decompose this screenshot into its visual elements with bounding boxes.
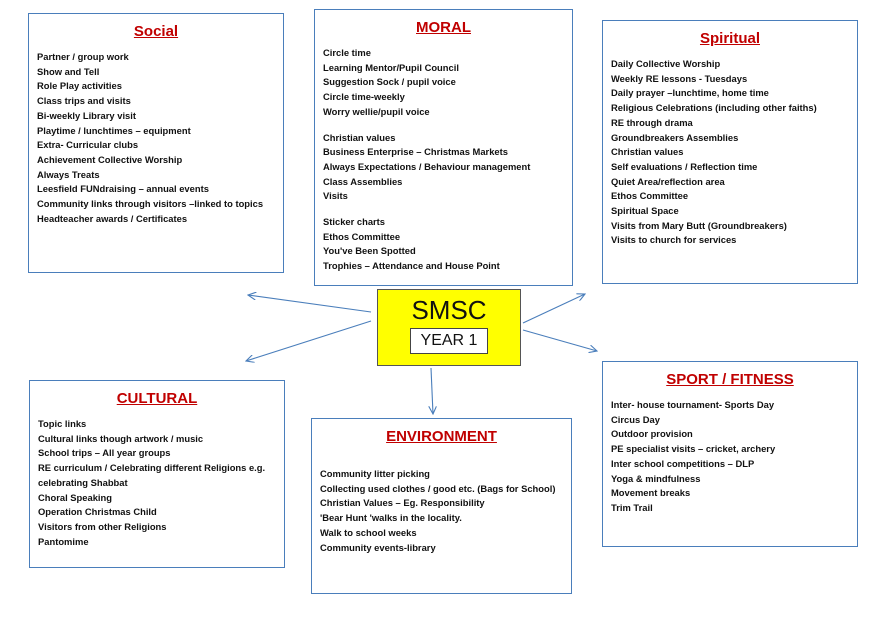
list-item: Show and Tell — [37, 65, 100, 77]
list-item: celebrating Shabbat — [38, 476, 128, 488]
list-item: Role Play activities — [37, 80, 122, 92]
list-item: Class trips and visits — [37, 95, 131, 107]
list-item: Collecting used clothes / good etc. (Bag… — [320, 482, 556, 494]
spiritual-title: Spiritual — [699, 30, 760, 47]
arrow-to-social — [248, 295, 372, 313]
list-item: Trim Trail — [611, 501, 653, 513]
list-item: Business Enterprise – Christmas Markets — [323, 146, 508, 158]
list-item: Achievement Collective Worship — [37, 153, 183, 165]
list-item: Operation Christmas Child — [38, 506, 157, 518]
list-item: Trophies – Attendance and House Point — [323, 260, 500, 272]
center-subtitle: YEAR 1 — [410, 328, 488, 354]
list-item: Daily prayer –lunchtime, home time — [611, 87, 769, 99]
arrow-to-spiritual — [522, 294, 585, 324]
list-item: Walk to school weeks — [320, 526, 417, 538]
list-item: Yoga & mindfulness — [611, 472, 701, 484]
list-item: Partner / group work — [37, 51, 129, 62]
list-item: Visitors from other Religions — [38, 520, 167, 532]
cultural-title: CULTURAL — [116, 390, 198, 407]
list-item: Spiritual Space — [611, 205, 679, 217]
moral-title: MORAL — [416, 19, 471, 36]
list-item: Christian values — [611, 146, 684, 158]
list-item: Visits to church for services — [611, 234, 737, 246]
list-item: Weekly RE lessons - Tuesdays — [611, 72, 748, 84]
list-item: Playtime / lunchtimes – equipment — [37, 124, 191, 136]
list-item: Class Assemblies — [323, 175, 403, 187]
moral-list: Circle time Learning Mentor/Pupil Counci… — [323, 46, 564, 274]
list-item: Choral Speaking — [38, 491, 112, 503]
list-item: Ethos Committee — [611, 190, 689, 202]
list-item: Headteacher awards / Certificates — [37, 212, 188, 224]
list-item: Inter- house tournament- Sports Day — [611, 399, 775, 410]
list-item: Extra- Curricular clubs — [37, 139, 139, 151]
list-item: Visits — [323, 190, 348, 202]
cultural-box: CULTURAL Topic links Cultural links thou… — [29, 380, 285, 568]
spiritual-list: Daily Collective Worship Weekly RE lesso… — [611, 57, 849, 248]
sport-fitness-box: SPORT / FITNESS Inter- house tournament-… — [602, 361, 858, 547]
arrow-to-cultural — [246, 320, 372, 361]
arrow-to-sport — [522, 329, 597, 351]
list-item: Worry wellie/pupil voice — [323, 105, 430, 117]
list-item: Outdoor provision — [611, 428, 693, 440]
list-item: Bi-weekly Library visit — [37, 109, 137, 121]
list-item: Visits from Mary Butt (Groundbreakers) — [611, 219, 787, 231]
list-item: Community litter picking — [320, 468, 430, 479]
cultural-list: Topic links Cultural links though artwor… — [38, 417, 276, 549]
list-item: Always Treats — [37, 168, 100, 180]
social-box: Social Partner / group work Show and Tel… — [28, 13, 284, 273]
list-item: Leesfield FUNdraising – annual events — [37, 183, 209, 195]
list-item: School trips – All year groups — [38, 447, 171, 459]
list-item: RE curriculum / Celebrating different Re… — [38, 462, 266, 474]
list-item: Suggestion Sock / pupil voice — [323, 76, 456, 88]
list-item: Pantomime — [38, 535, 89, 547]
sport-list: Inter- house tournament- Sports Day Circ… — [611, 398, 849, 516]
list-item: Self evaluations / Reflection time — [611, 160, 758, 172]
list-item: Christian Values – Eg. Responsibility — [320, 497, 485, 509]
list-item: You've Been Spotted — [323, 245, 416, 257]
list-item: Learning Mentor/Pupil Council — [323, 61, 459, 73]
environment-title: ENVIRONMENT — [386, 428, 497, 445]
arrow-to-environment — [431, 367, 433, 414]
list-item: 'Bear Hunt 'walks in the locality. — [320, 512, 462, 524]
environment-box: ENVIRONMENT Community litter picking Col… — [311, 418, 572, 594]
list-item: Movement breaks — [611, 487, 691, 499]
list-item: Sticker charts — [323, 216, 386, 228]
list-item: PE specialist visits – cricket, archery — [611, 443, 776, 455]
list-item: Ethos Committee — [323, 230, 401, 242]
list-item: Religious Celebrations (including other … — [611, 102, 817, 114]
list-item: Circle time-weekly — [323, 91, 405, 103]
moral-box: MORAL Circle time Learning Mentor/Pupil … — [314, 9, 573, 286]
list-item: Daily Collective Worship — [611, 58, 721, 69]
social-title: Social — [133, 23, 179, 40]
center-title: SMSC — [411, 295, 487, 325]
list-item: Always Expectations / Behaviour manageme… — [323, 160, 531, 172]
smsc-center-box: SMSC YEAR 1 — [377, 289, 521, 366]
list-item: Circle time — [323, 47, 371, 58]
social-list: Partner / group work Show and Tell Role … — [37, 50, 275, 226]
list-item: Community events-library — [320, 541, 436, 553]
sport-title: SPORT / FITNESS — [666, 371, 794, 388]
list-item: Inter school competitions – DLP — [611, 457, 755, 469]
list-item: RE through drama — [611, 116, 693, 128]
list-item: Quiet Area/reflection area — [611, 175, 725, 187]
environment-list: Community litter picking Collecting used… — [320, 467, 563, 555]
list-item: Topic links — [38, 418, 87, 429]
spiritual-box: Spiritual Daily Collective Worship Weekl… — [602, 20, 858, 284]
list-item: Circus Day — [611, 413, 660, 425]
list-item: Groundbreakers Assemblies — [611, 131, 739, 143]
list-item: Community links through visitors –linked… — [37, 198, 264, 210]
list-item: Cultural links though artwork / music — [38, 432, 204, 444]
list-item: Christian values — [323, 131, 396, 143]
